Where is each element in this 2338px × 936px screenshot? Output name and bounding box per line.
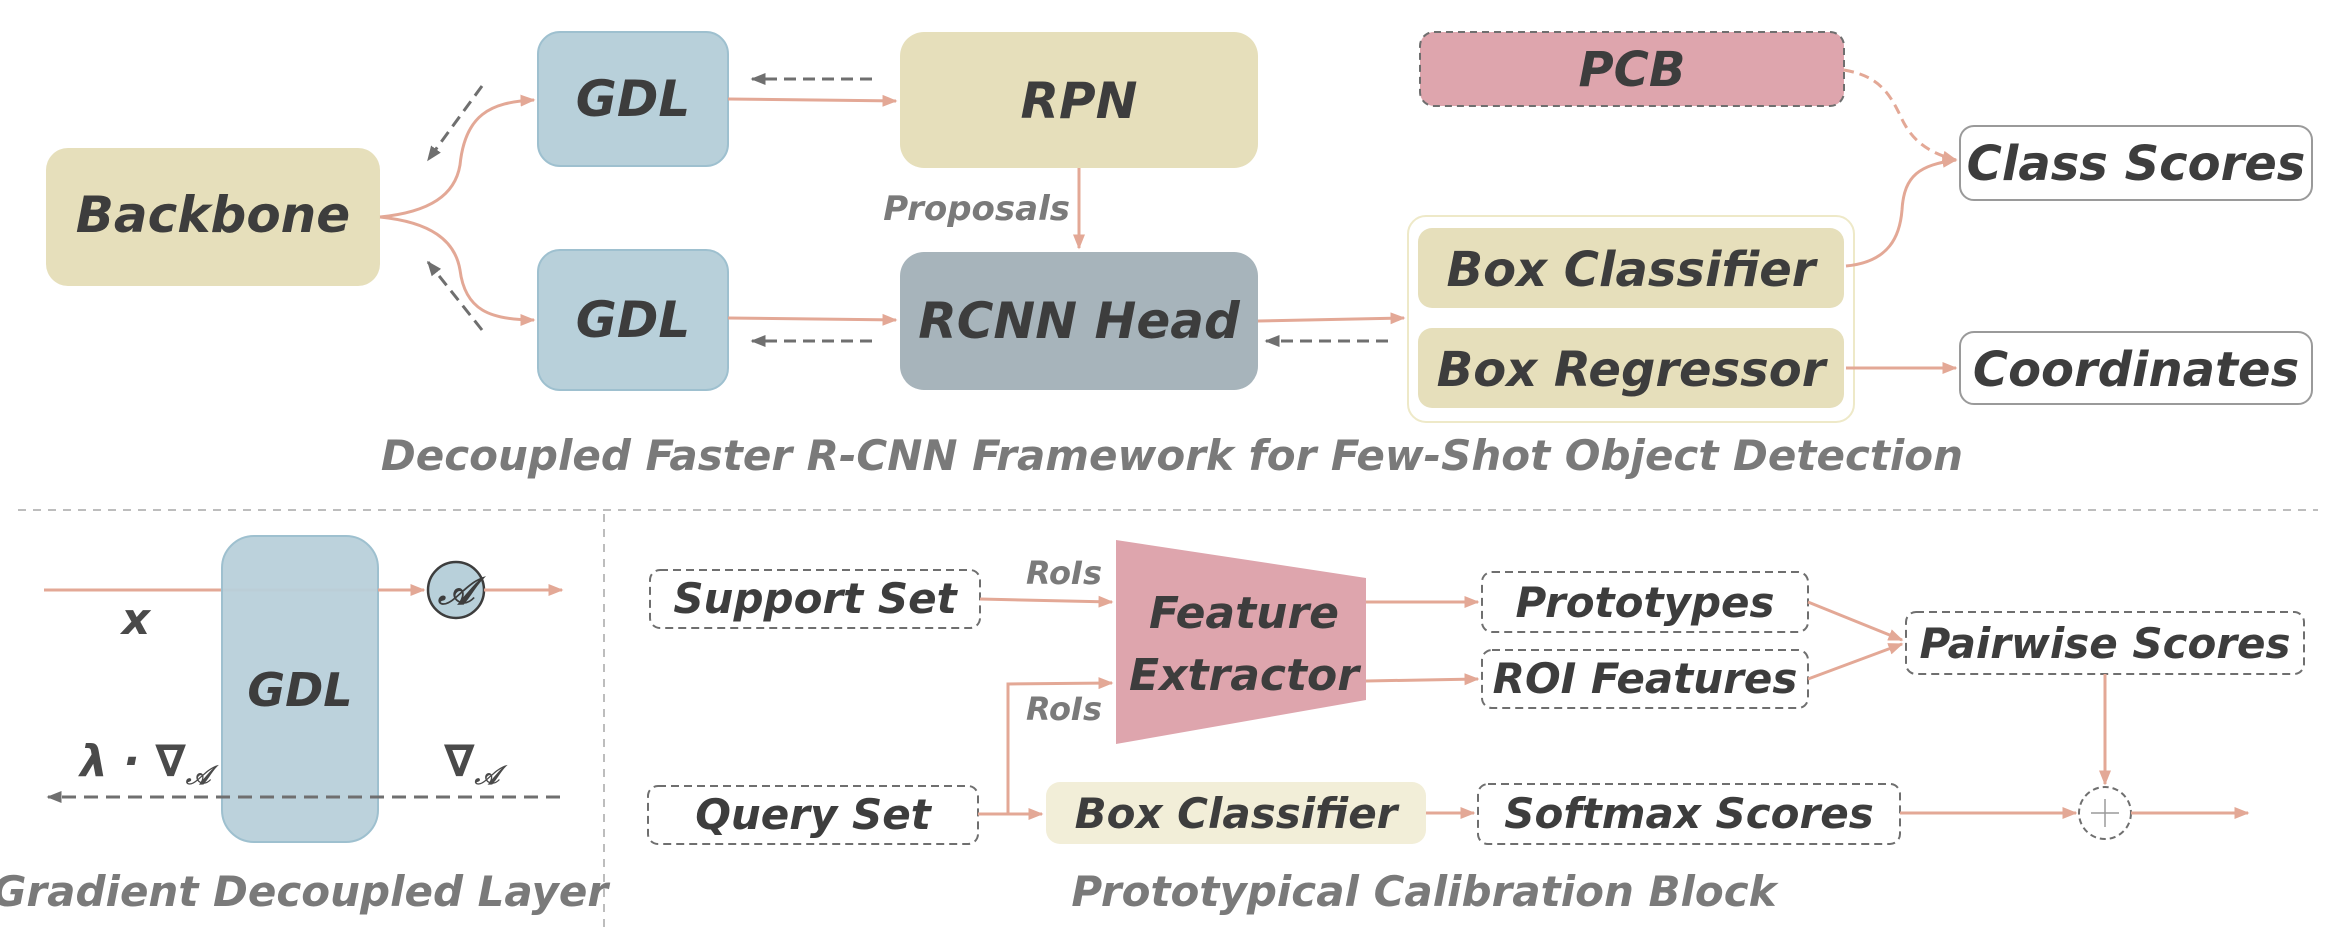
arrow-classifier-class-scores (1845, 155, 1958, 268)
pcb-box-classifier-box (1046, 782, 1426, 844)
grad-arrow-gdl-top-backbone (426, 85, 484, 162)
arrow-roi-features-pairwise (1807, 642, 1904, 681)
grad-label: ∇𝒜 (444, 736, 509, 791)
arrow-backbone-gdl-top (379, 94, 536, 219)
box-regressor-box (1418, 328, 1844, 408)
rcnn-head-label: RCNN Head (918, 292, 1241, 350)
proposals-label: Proposals (883, 189, 1070, 229)
feature-label: Feature (1149, 588, 1339, 639)
arrow-gdl-rcnn (727, 313, 898, 326)
gdl-panel-box (221, 535, 379, 843)
box-classifier-box (1418, 228, 1844, 308)
feature-extractor-shape (1116, 540, 1366, 744)
class-scores-box (1959, 125, 2313, 201)
rpn-label: RPN (1021, 72, 1138, 130)
arrow-rcnn-head-group (1257, 312, 1406, 325)
top-caption: Decoupled Faster R-CNN Framework for Few… (381, 431, 1963, 480)
lambda-grad-label: λ · ∇𝒜 (78, 736, 220, 791)
query-set-label: Query Set (695, 790, 933, 839)
rois-top-label: RoIs (1026, 554, 1102, 592)
box-regressor-label: Box Regressor (1437, 342, 1829, 398)
x-label: x (120, 594, 152, 645)
gdl-top-label: GDL (576, 70, 690, 128)
arrow-query-extractor (978, 677, 1114, 816)
gdl-panel-caption: Gradient Decoupled Layer (0, 867, 610, 916)
pairwise-scores-label: Pairwise Scores (1919, 619, 2290, 668)
pcb-box-classifier-label: Box Classifier (1075, 789, 1400, 838)
pcb-panel-caption: Prototypical Calibration Block (1071, 867, 1779, 916)
pcb-label: PCB (1579, 42, 1686, 98)
coordinates-box (1959, 331, 2313, 405)
pcb-box (1419, 31, 1845, 107)
prototypes-label: Prototypes (1516, 578, 1775, 627)
softmax-scores-box (1477, 783, 1901, 845)
gdl-panel-label: GDL (247, 663, 352, 717)
arrow-backbone-gdl-bottom (379, 215, 536, 326)
arrow-gdl-rpn (727, 94, 898, 107)
rpn-box (900, 32, 1258, 168)
backbone-label: Backbone (76, 186, 350, 244)
backbone-box (46, 148, 380, 286)
softmax-scores-label: Softmax Scores (1504, 789, 1873, 838)
class-scores-label: Class Scores (1967, 136, 2306, 192)
support-set-label: Support Set (673, 574, 958, 623)
rois-bottom-label: RoIs (1026, 690, 1102, 728)
grad-arrow-gdl-bottom-backbone (426, 260, 484, 331)
arrow-extractor-roi-features (1365, 673, 1480, 686)
rcnn-head-box (900, 252, 1258, 390)
arrow-prototypes-pairwise (1807, 600, 1904, 642)
roi-features-label: ROI Features (1493, 654, 1798, 703)
arrow-pcb-class-scores (1843, 68, 1958, 163)
gdl-bottom-label: GDL (576, 291, 690, 349)
gdl-bottom-box (537, 249, 729, 391)
extractor-label: Extractor (1129, 650, 1361, 701)
box-classifier-label: Box Classifier (1447, 242, 1819, 298)
arrow-support-extractor (979, 595, 1114, 608)
coordinates-label: Coordinates (1973, 342, 2299, 398)
